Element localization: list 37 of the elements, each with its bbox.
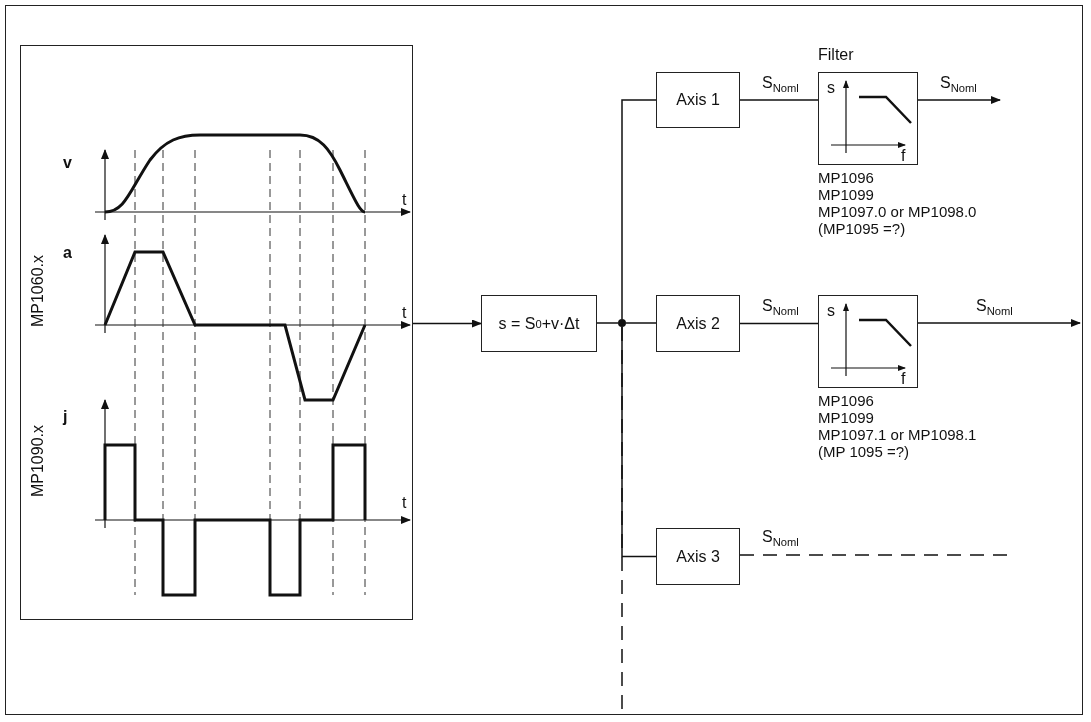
axis-title: MP1090.x (29, 424, 47, 500)
connector-line (596, 322, 619, 324)
axis-label: v (63, 154, 72, 172)
connector-line (739, 322, 819, 325)
arrow (917, 319, 1081, 327)
arrow (412, 319, 482, 328)
parameter-note: MP1099 (818, 409, 875, 426)
axis-label: j (63, 408, 68, 426)
signal-label: S$_{Noml}$ (976, 297, 1013, 320)
axis-label: t (402, 304, 407, 322)
process-box: Axis 3 (656, 528, 740, 585)
parameter-note: MP1099 (818, 186, 875, 203)
signal-label: S$_{Noml}$ (762, 297, 799, 320)
parameter-note: MP1096 (818, 392, 875, 409)
axis-label: a (63, 244, 72, 262)
axis-label: t (402, 191, 407, 209)
parameter-note: MP1097.0 or MP1098.0 (MP1095 =?) (818, 203, 978, 237)
parameter-note: MP1096 (818, 169, 875, 186)
axis-label: f (901, 147, 906, 165)
axis-label: s (827, 302, 835, 320)
axis-title: MP1060.x (29, 254, 47, 330)
arrow (917, 96, 1001, 104)
process-box: Axis 1 (656, 72, 740, 128)
signal-label: S$_{Noml}$ (762, 528, 799, 551)
connector-line (621, 99, 657, 320)
junction-dot (618, 319, 626, 327)
connector-line (625, 322, 657, 324)
filter-title: Filter (818, 46, 854, 64)
parameter-note: MP1097.1 or MP1098.1 (MP 1095 =?) (818, 426, 978, 460)
chart-panel (20, 45, 413, 620)
signal-label: S$_{Noml}$ (940, 74, 977, 97)
process-box: Axis 2 (656, 295, 740, 352)
connector-line (739, 99, 819, 101)
signal-label: S$_{Noml}$ (762, 74, 799, 97)
axis-label: t (402, 494, 407, 512)
axis-label: f (901, 370, 906, 388)
axis-label: s (827, 79, 835, 97)
